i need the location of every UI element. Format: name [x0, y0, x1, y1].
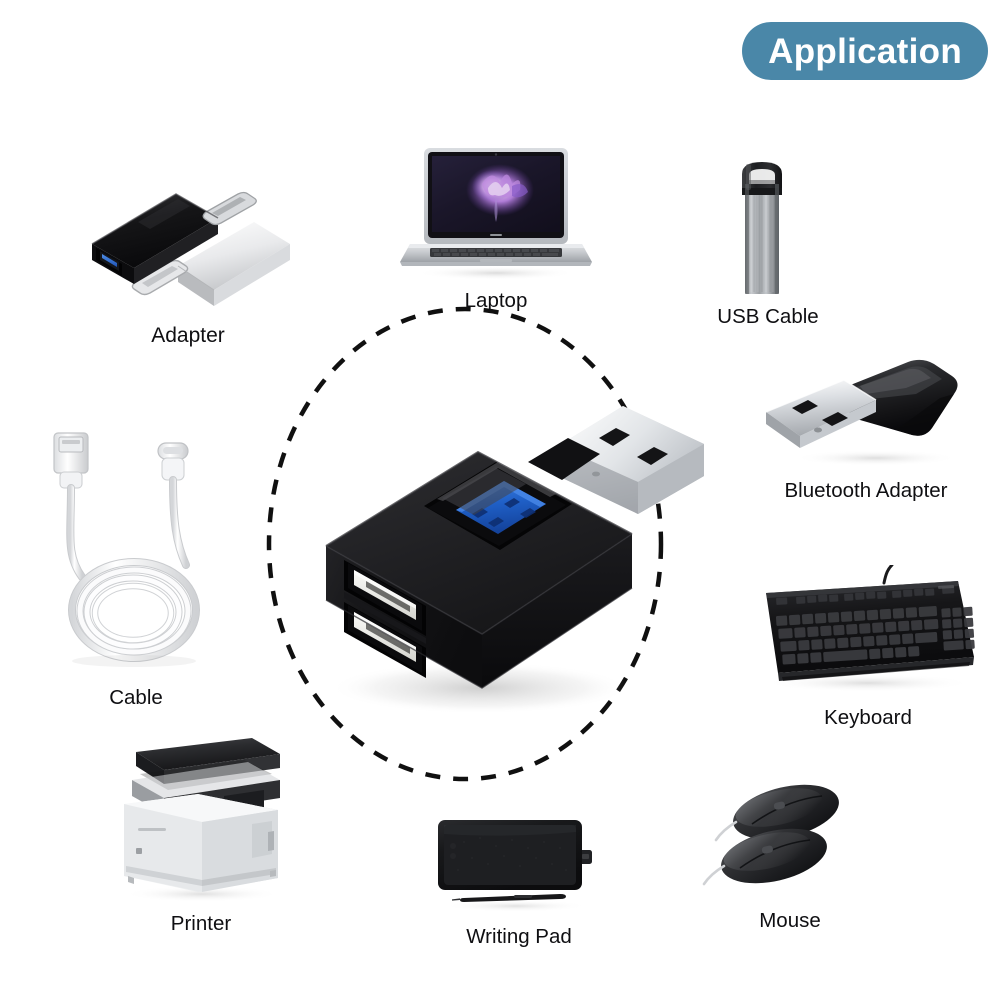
flash-drive-cap: [742, 162, 782, 195]
printer-body: [124, 794, 278, 892]
mouse-icon: [702, 784, 839, 886]
hub-right-face: [482, 534, 632, 688]
item-writing-pad-label: Writing Pad: [466, 925, 572, 948]
item-laptop-label: Laptop: [464, 289, 528, 312]
laptop-art: [396, 142, 596, 282]
item-cable: Cable: [36, 425, 236, 710]
item-printer: Printer: [102, 728, 300, 936]
item-writing-pad: Writing Pad: [428, 812, 610, 949]
usb-a-male-connector: [528, 406, 704, 514]
item-laptop: Laptop: [396, 142, 596, 313]
stylus-pen: [452, 894, 566, 902]
usb-a-plug-silver: [765, 379, 877, 448]
writing-pad-art: [428, 812, 610, 912]
item-keyboard-label: Keyboard: [824, 706, 912, 729]
adapter-black: [91, 191, 257, 284]
bluetooth-adapter-art: [756, 350, 976, 470]
keyboard-art: [752, 565, 984, 695]
item-cable-label: Cable: [109, 686, 163, 709]
keyboard-icon: [764, 565, 975, 692]
usb-cable-art: [668, 158, 868, 298]
cable-coil: [68, 558, 200, 662]
application-badge: Application: [742, 22, 988, 80]
mouse-lower: [702, 828, 827, 886]
item-keyboard: Keyboard: [752, 565, 984, 730]
laptop-icon: [400, 148, 592, 280]
usb-flash-drive-icon: [742, 162, 782, 294]
laptop-base: [400, 244, 592, 266]
usb-hub-product-image: [325, 406, 704, 714]
usb3-port-blue: [424, 462, 572, 550]
usb2-ports-white: [344, 560, 426, 678]
item-adapter-label: Adapter: [151, 324, 225, 347]
otg-adapter-icon: [91, 191, 290, 306]
item-printer-label: Printer: [170, 912, 232, 935]
item-adapter: Adapter: [78, 172, 298, 347]
adapter-art: [78, 172, 298, 312]
cable-art: [36, 425, 236, 675]
adapter-white: [131, 222, 290, 306]
item-mouse: Mouse: [700, 778, 880, 933]
cable-usb-c-plug: [157, 442, 189, 481]
laptop-screen: [424, 148, 568, 244]
bluetooth-dongle-body: [846, 359, 958, 436]
mouse-art: [700, 778, 880, 898]
flash-drive-body: [745, 184, 779, 294]
usb-c-cable-icon: [53, 432, 200, 667]
application-badge-label: Application: [768, 31, 962, 71]
mouse-upper: [714, 784, 839, 842]
item-bluetooth-adapter-label: Bluetooth Adapter: [784, 479, 948, 502]
cable-usb-a-plug: [53, 432, 89, 489]
printer-icon: [124, 738, 280, 902]
item-bluetooth-adapter: Bluetooth Adapter: [756, 350, 976, 503]
item-usb-cable-label: USB Cable: [717, 305, 819, 328]
item-mouse-label: Mouse: [759, 909, 821, 932]
bluetooth-dongle-icon: [765, 359, 958, 466]
item-usb-cable: USB Cable: [668, 158, 868, 329]
graphics-tablet-icon: [438, 820, 592, 912]
printer-art: [102, 728, 300, 903]
